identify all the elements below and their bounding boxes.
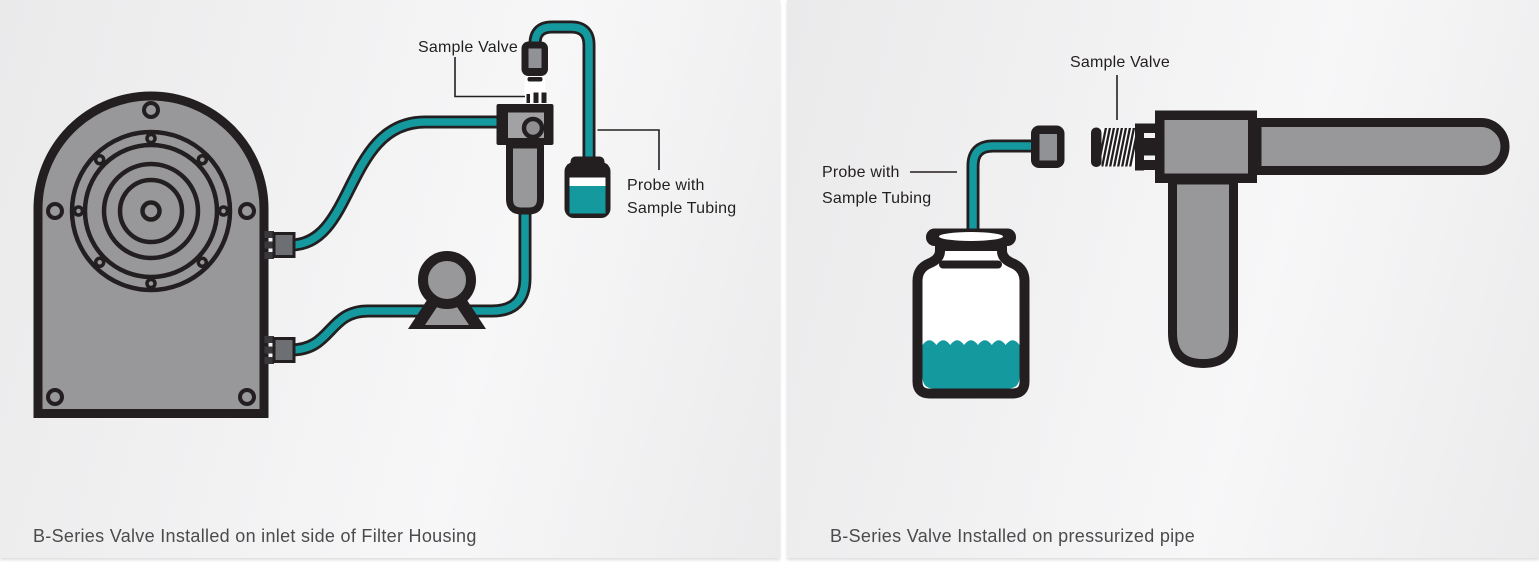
panel-filter-housing: Sample Valve Probe with Sample Tubing B-… xyxy=(0,0,780,558)
label-probe-line1: Probe with xyxy=(822,164,900,181)
jar-opening xyxy=(939,232,1003,241)
probe-handle-icon xyxy=(521,41,548,76)
tube-probe-sample xyxy=(528,20,596,162)
leader-probe-tubing xyxy=(597,129,660,170)
sample-valve-icon xyxy=(523,74,547,103)
tube-inlet-upper xyxy=(290,115,512,252)
tube-return-lower xyxy=(290,208,532,357)
label-probe-line2: Sample Tubing xyxy=(822,190,932,207)
pipe-tee-block xyxy=(1155,110,1257,183)
sample-jar-icon xyxy=(912,228,1030,399)
label-probe-line1: Probe with xyxy=(627,177,705,194)
filter-housing-diagram xyxy=(33,20,660,418)
jar-neck-band xyxy=(939,260,1002,269)
pump-icon xyxy=(408,251,486,329)
probe-handle-icon xyxy=(1031,125,1065,168)
filter-bowl xyxy=(506,141,544,215)
threaded-sample-valve-icon xyxy=(1091,123,1158,171)
label-probe-with-sample-tubing: Probe with Sample Tubing xyxy=(627,174,736,220)
pipe-vertical xyxy=(1168,175,1238,369)
port-fitting-lower xyxy=(264,336,296,364)
pipe-horizontal xyxy=(1252,118,1510,175)
housing-corner-bolts xyxy=(46,101,256,406)
port-fitting-upper xyxy=(264,231,296,259)
jar-liquid xyxy=(922,340,1020,389)
label-sample-valve: Sample Valve xyxy=(418,39,518,56)
label-sample-valve: Sample Valve xyxy=(1070,54,1170,71)
flange-bolts xyxy=(72,132,230,290)
panel-pressurized-pipe: Sample Valve Probe with Sample Tubing B-… xyxy=(787,0,1539,558)
pressurized-pipe-diagram xyxy=(910,75,1510,399)
caption-filter-housing: B-Series Valve Installed on inlet side o… xyxy=(33,526,477,546)
caption-pressurized-pipe: B-Series Valve Installed on pressurized … xyxy=(830,526,1196,546)
label-probe-with-sample-tubing: Probe with Sample Tubing xyxy=(822,160,931,212)
tube-probe-sample xyxy=(966,139,1033,234)
label-probe-line2: Sample Tubing xyxy=(627,200,737,217)
flange-rings xyxy=(69,129,233,293)
pump-housing-icon xyxy=(33,91,269,418)
leader-sample-valve xyxy=(454,57,525,98)
valve-threads xyxy=(1101,128,1135,167)
filter-head xyxy=(496,104,554,145)
sample-bottle-icon xyxy=(564,156,611,218)
